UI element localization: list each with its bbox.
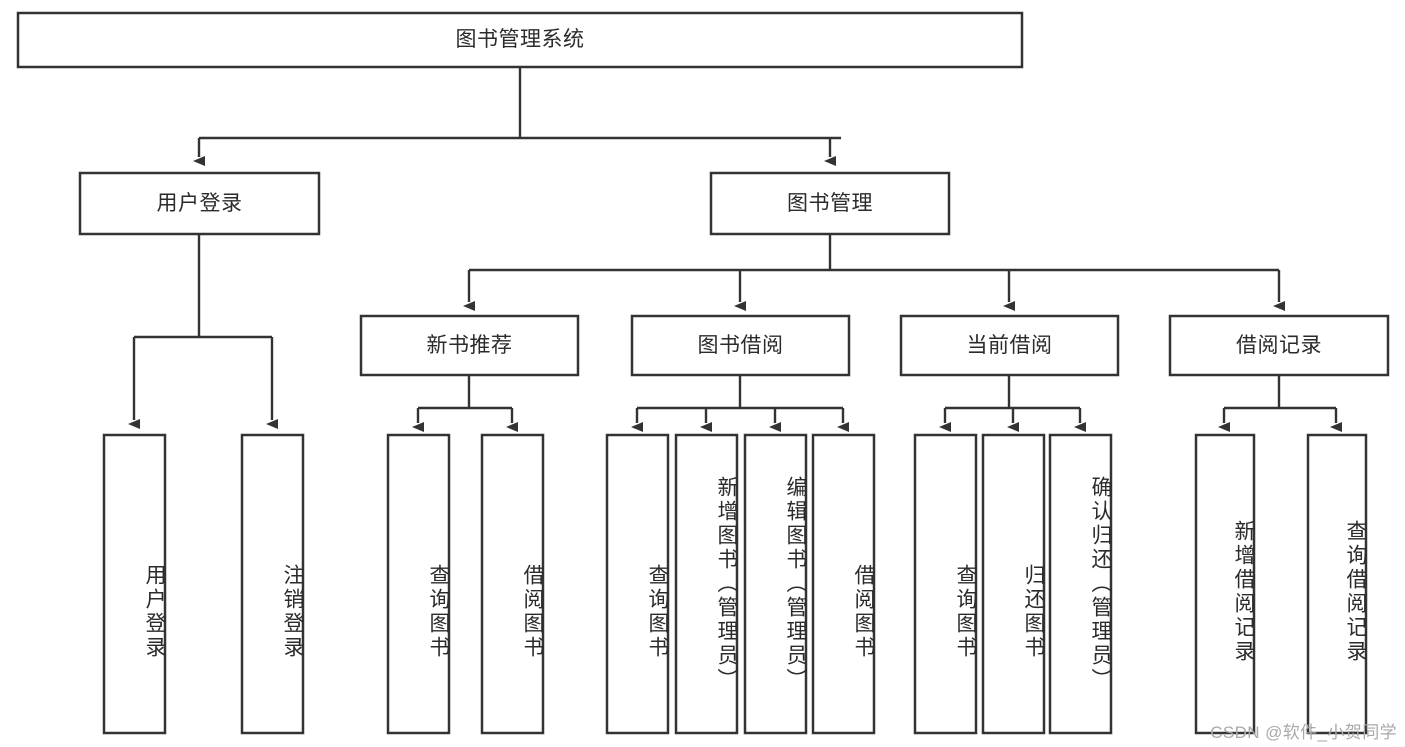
node-user-login-box[interactable] [78,171,321,236]
connector-group-new-book-recommend [412,375,518,432]
node-leaf-confirm-return-box[interactable] [1048,433,1113,735]
node-leaf-add-book-box[interactable] [674,433,739,735]
node-leaf-logout-login-box[interactable] [240,433,305,735]
node-leaf-query-book-1-box[interactable] [386,433,451,735]
node-leaf-return-book-box[interactable] [981,433,1046,735]
node-current-borrow-box[interactable] [899,314,1120,377]
node-leaf-add-record-box[interactable] [1194,433,1256,735]
node-new-book-recommend-box[interactable] [359,314,580,377]
node-leaf-edit-book-box[interactable] [743,433,808,735]
connector-group-borrow-record [1218,375,1342,432]
node-leaf-user-login-box[interactable] [102,433,167,735]
node-leaf-borrow-book-1-box[interactable] [480,433,545,735]
connector-group-current-borrow [939,375,1086,432]
connector-group-root [193,68,841,166]
node-leaf-query-record-box[interactable] [1306,433,1368,735]
node-book-manage-box[interactable] [709,171,951,236]
node-borrow-record-box[interactable] [1168,314,1390,377]
node-book-borrow-box[interactable] [630,314,851,377]
node-root-box[interactable] [16,11,1024,69]
connector-group-book-borrow [631,375,849,432]
node-leaf-query-book-2-box[interactable] [605,433,670,735]
connector-group-user-login [128,234,278,429]
node-leaf-borrow-book-2-box[interactable] [811,433,876,735]
node-leaf-query-book-3-box[interactable] [913,433,978,735]
connector-group-book-manage [463,234,1285,311]
